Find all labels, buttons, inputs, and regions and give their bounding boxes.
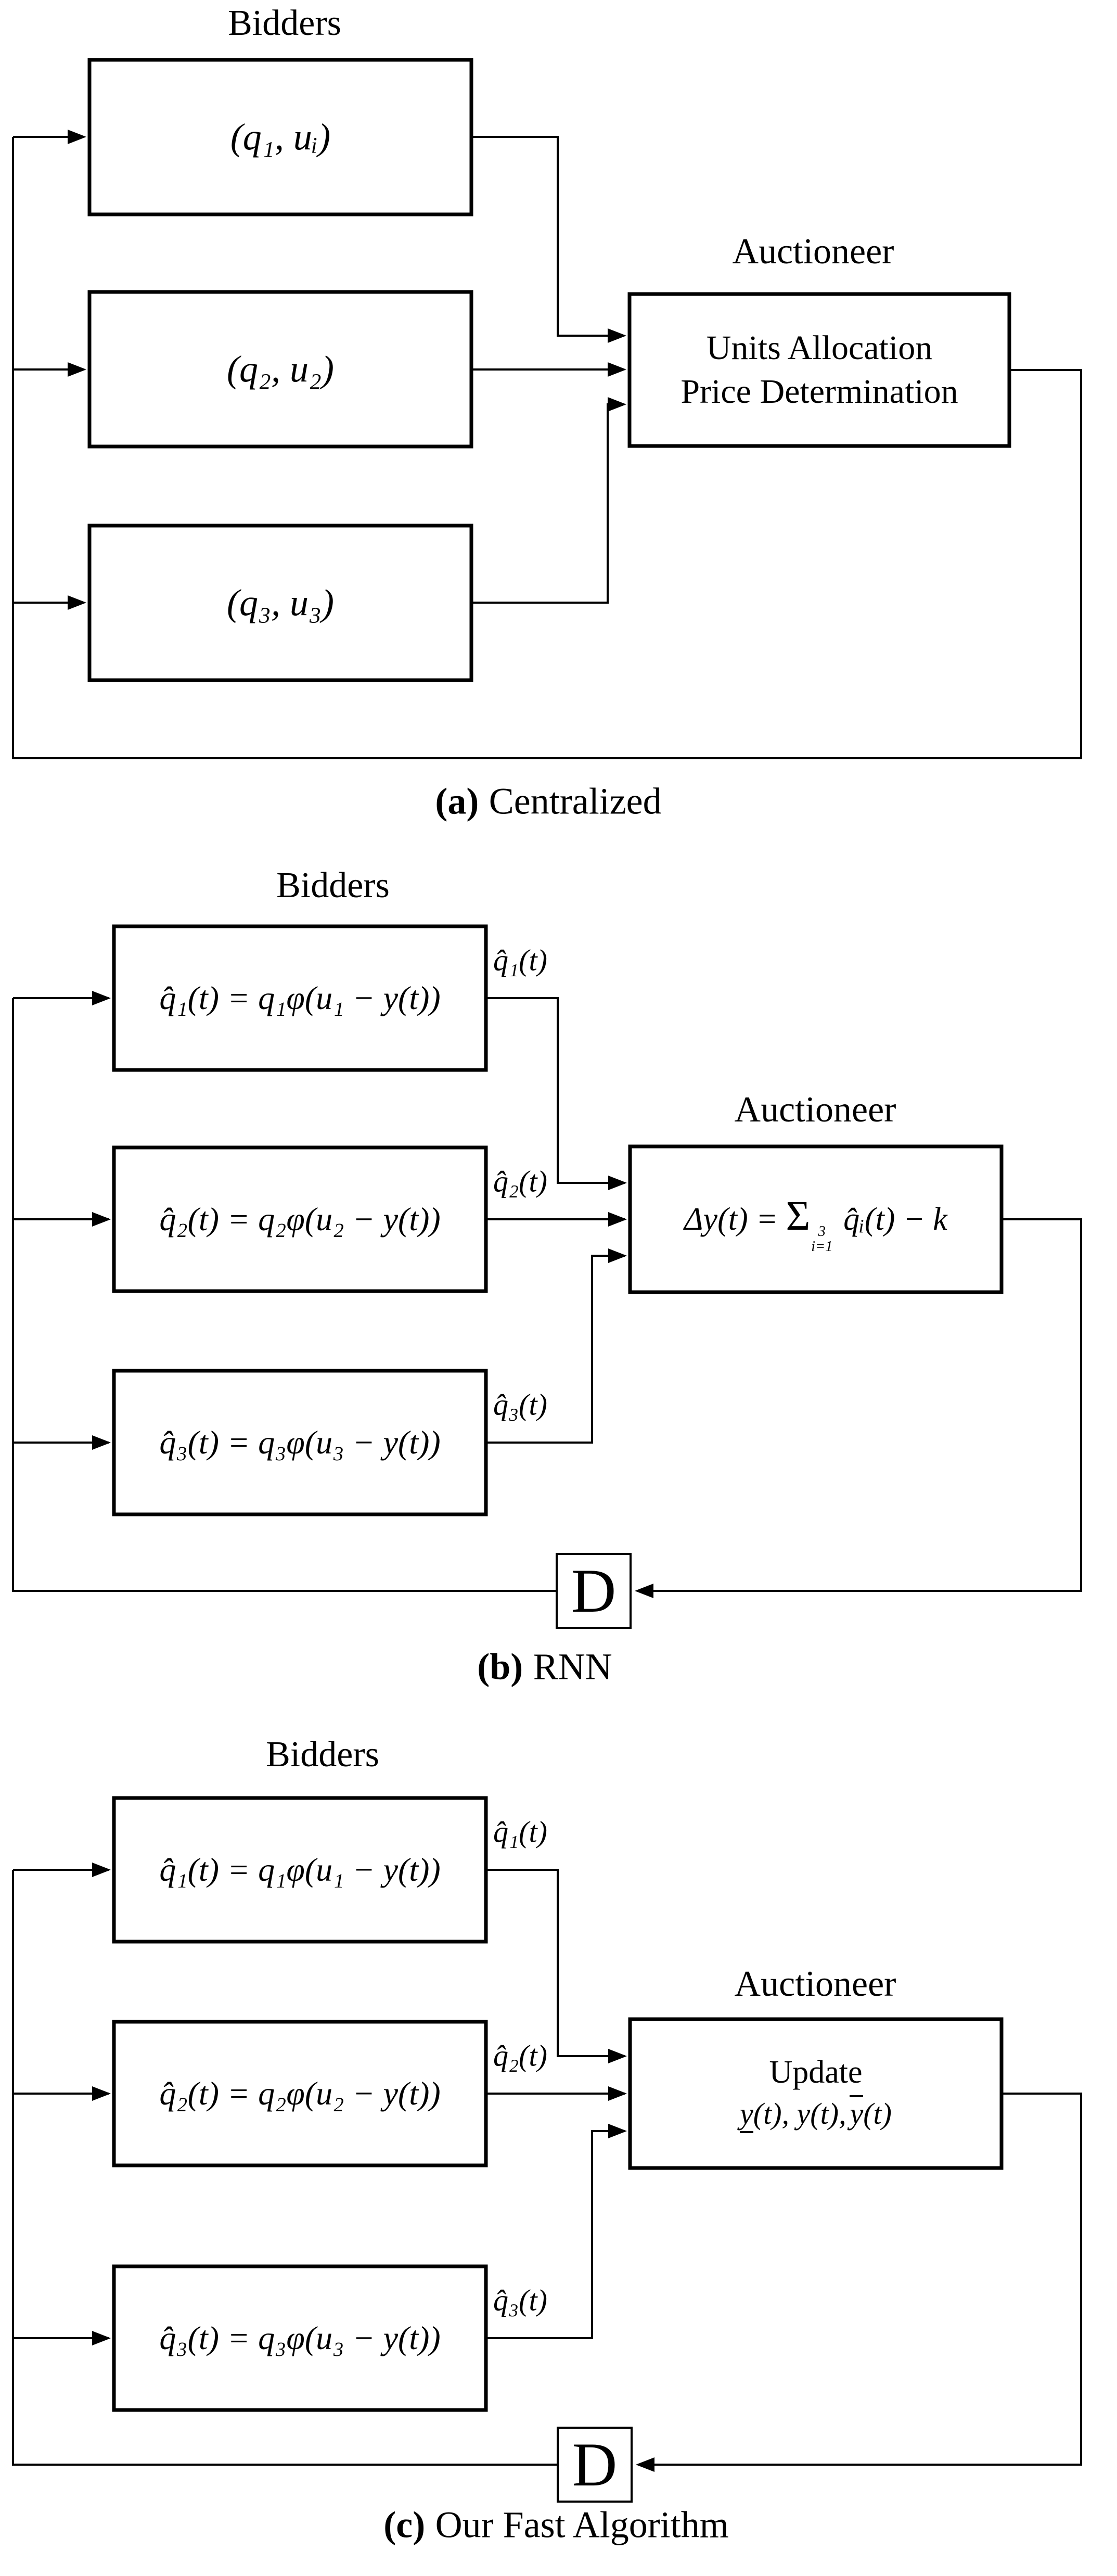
b-output-label-3: q̂₃(t) <box>493 1387 547 1422</box>
b-bidder2-box <box>112 1145 488 1293</box>
c-bidder2-box <box>112 2020 488 2167</box>
caption-close: ) <box>413 2504 426 2546</box>
caption-letter: a <box>447 780 467 822</box>
c-auctioneer-update-vars: y(t), y(t),y(t) <box>740 2095 892 2133</box>
b-output-label-1: q̂₁(t) <box>493 943 547 977</box>
a-auctioneer-label: Auctioneer <box>732 232 894 272</box>
b-caption: (b)RNN <box>477 1646 612 1689</box>
c-auctioneer-box <box>628 2017 1004 2170</box>
b-output-label-2: q̂₂(t) <box>493 1164 547 1198</box>
a-bidder3-formula: (q₃, u₃) <box>226 582 334 623</box>
caption-open: ( <box>477 1646 490 1688</box>
c-wire-bidder1-to-auctioneer <box>486 1869 627 2063</box>
caption-letter: b <box>490 1646 511 1688</box>
c-output-label-3: q̂₃(t) <box>493 2283 547 2317</box>
b-delay-label: D <box>571 1556 617 1625</box>
formula-lhs: Δy(t) = <box>684 1202 786 1238</box>
b-wire-auctioneer-to-delay <box>635 1218 1082 1598</box>
caption-open: ( <box>435 780 448 822</box>
c-wire-auctioneer-to-delay <box>636 2093 1082 2472</box>
c-output-label-1: q̂₁(t) <box>493 1815 547 1849</box>
caption-text: Centralized <box>489 780 662 822</box>
c-bidder1-formula: q̂₁(t) = q₁φ(u₁ − y(t)) <box>159 1851 441 1888</box>
c-wire-delay-to-bidders-trunk <box>12 1870 558 2466</box>
b-bidder2-formula: q̂₂(t) = q₂φ(u₂ − y(t)) <box>159 1201 441 1238</box>
caption-close: ) <box>510 1646 523 1688</box>
c-output-label-2: q̂₂(t) <box>493 2038 547 2073</box>
a-bidder2-box <box>87 290 473 449</box>
b-wire-bidder1-to-auctioneer <box>486 997 627 1190</box>
c-bidder3-box <box>112 2264 488 2412</box>
a-auctioneer-line2: Price Determination <box>681 373 958 411</box>
a-bidder1-formula: (q₁, uᵢ) <box>230 116 331 158</box>
caption-letter: c <box>396 2504 413 2546</box>
b-wire-bidder3-to-auctioneer <box>486 1248 627 1444</box>
b-bidder1-formula: q̂₁(t) = q₁φ(u₁ − y(t)) <box>159 979 441 1016</box>
caption-text: RNN <box>533 1646 612 1688</box>
a-wire-feedback-loop <box>12 137 1082 759</box>
c-auctioneer-label: Auctioneer <box>734 1964 896 2004</box>
b-bidder1-box <box>112 924 488 1072</box>
c-auctioneer-text: Update y(t), y(t),y(t) <box>630 2019 1002 2168</box>
a-bidders-label: Bidders <box>228 3 341 43</box>
a-bidder2-formula: (q₂, u₂) <box>226 348 334 390</box>
c-bidder3-formula: q̂₃(t) = q₃φ(u₃ − y(t)) <box>159 2319 441 2356</box>
y-middle: (t), y(t), <box>753 2097 846 2131</box>
caption-close: ) <box>466 780 479 822</box>
sigma-operator: Σ <box>786 1193 811 1240</box>
c-bidders-label: Bidders <box>266 1735 379 1775</box>
a-bidder1-box <box>87 58 473 216</box>
a-auctioneer-line1: Units Allocation <box>706 328 933 367</box>
c-delay-label: D <box>572 2430 618 2499</box>
a-auctioneer-text: Units Allocation Price Determination <box>630 294 1009 446</box>
formula-rhs: q̂ᵢ(t) − k <box>835 1202 947 1238</box>
sigma-lower-limit: i=1 <box>811 1238 833 1255</box>
b-wire-delay-to-bidders-trunk <box>12 998 557 1592</box>
b-auctioneer-label: Auctioneer <box>734 1090 896 1130</box>
caption-text: Our Fast Algorithm <box>435 2504 729 2546</box>
b-bidders-label: Bidders <box>276 865 390 906</box>
c-wire-bidder3-to-auctioneer <box>486 2124 627 2339</box>
y-tail: (t) <box>863 2097 892 2131</box>
caption-open: ( <box>383 2504 396 2546</box>
c-bidder1-box <box>112 1796 488 1944</box>
a-wire-bidder3-to-auctioneer <box>471 397 626 604</box>
sigma-upper-limit: 3 <box>818 1223 826 1240</box>
c-auctioneer-update-word: Update <box>769 2055 863 2090</box>
a-wire-bidder1-to-auctioneer <box>471 136 626 343</box>
y-upper-bound: y <box>850 2095 864 2131</box>
a-bidder3-box <box>87 524 473 682</box>
c-bidder2-formula: q̂₂(t) = q₂φ(u₂ − y(t)) <box>159 2075 441 2112</box>
c-caption: (c)Our Fast Algorithm <box>383 2504 728 2547</box>
b-bidder3-formula: q̂₃(t) = q₃φ(u₃ − y(t)) <box>159 1424 441 1461</box>
a-caption: (a)Centralized <box>435 780 661 823</box>
y-lower-bound: y <box>740 2097 753 2133</box>
